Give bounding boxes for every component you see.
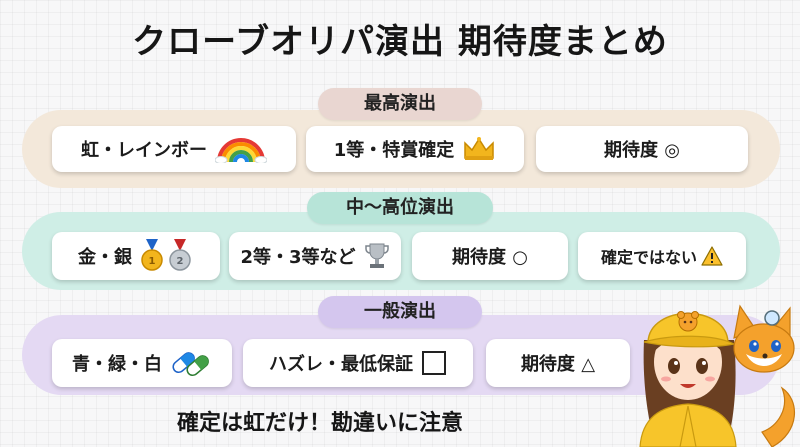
warning-icon xyxy=(701,246,723,266)
section-top-label: 最高演出 xyxy=(318,88,482,120)
section-low-label: 一般演出 xyxy=(318,296,482,328)
crown-icon xyxy=(462,136,496,162)
card-expectation-circle: 期待度 ○ xyxy=(412,232,568,280)
svg-text:2: 2 xyxy=(177,256,184,267)
empty-box-icon xyxy=(421,350,447,376)
card-rainbow: 虹・レインボー xyxy=(52,126,296,172)
card-label: ハズレ・最低保証 xyxy=(269,354,413,375)
card-label: 虹・レインボー xyxy=(81,140,207,161)
fox-eye-left xyxy=(749,340,759,352)
card-label: 金・銀 xyxy=(78,247,132,268)
goggles-icon xyxy=(764,310,780,326)
rainbow-icon xyxy=(215,135,267,163)
svg-text:1: 1 xyxy=(149,256,156,267)
card-first-prize: 1等・特賞確定 xyxy=(306,126,524,172)
girl-eye-right xyxy=(696,358,708,374)
girl-eye-left xyxy=(668,358,680,374)
card-label: 期待度 ◎ xyxy=(604,140,680,161)
card-expectation-double-circle: 期待度 ◎ xyxy=(536,126,748,172)
girl-jacket xyxy=(639,403,737,447)
card-label: 1等・特賞確定 xyxy=(333,140,455,161)
footer-note: 確定は虹だけ！勘違いに注意 xyxy=(176,411,463,436)
fox-tail xyxy=(761,386,795,447)
fox-face xyxy=(733,323,795,373)
pills-icon xyxy=(170,346,212,380)
card-label: 期待度 △ xyxy=(520,354,596,375)
page-title: クローブオリパ演出 期待度まとめ xyxy=(132,22,668,62)
section-mid-label: 中〜高位演出 xyxy=(307,192,493,224)
medals-icon: 1 2 xyxy=(140,239,194,273)
card-gold-silver: 金・銀 1 2 xyxy=(52,232,220,280)
card-second-third: 2等・3等など xyxy=(229,232,401,280)
fox-eye-right xyxy=(771,340,781,352)
card-label: 確定ではない xyxy=(600,248,697,267)
card-blue-green-white: 青・緑・白 xyxy=(52,339,232,387)
card-label: 期待度 ○ xyxy=(452,247,528,268)
card-expectation-triangle: 期待度 △ xyxy=(486,339,630,387)
card-label: 青・緑・白 xyxy=(72,354,162,375)
card-miss-minimum: ハズレ・最低保証 xyxy=(243,339,473,387)
card-not-guaranteed: 確定ではない xyxy=(578,232,746,280)
trophy-icon xyxy=(364,242,390,270)
card-label: 2等・3等など xyxy=(240,247,356,268)
mascot-illustration xyxy=(639,304,795,447)
